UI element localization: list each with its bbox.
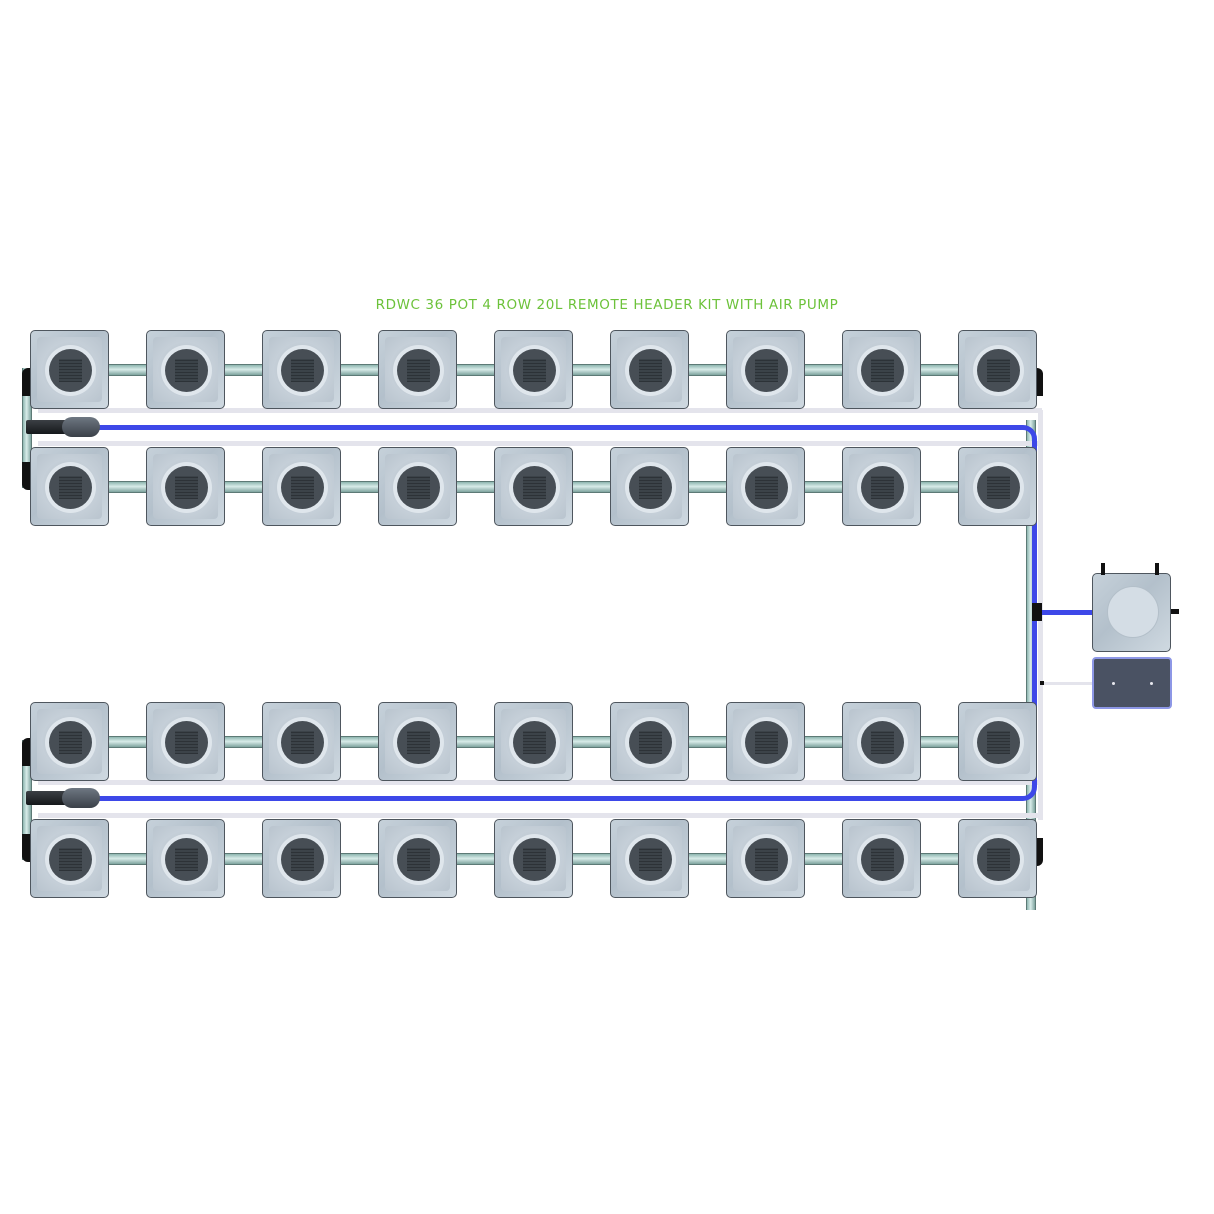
grow-pot-r1-4 — [378, 330, 457, 409]
grow-pot-r1-1 — [30, 330, 109, 409]
grow-pot-r2-7 — [726, 447, 805, 526]
grow-pot-r4-3 — [262, 819, 341, 898]
return-line-3 — [38, 780, 1042, 785]
grow-pot-r1-2 — [146, 330, 225, 409]
air-valve-bottom — [26, 791, 68, 805]
return-line-4 — [38, 813, 1042, 818]
grow-pot-r2-1 — [30, 447, 109, 526]
grow-pot-r3-6 — [610, 702, 689, 781]
grow-pot-r1-8 — [842, 330, 921, 409]
diagram-title: RDWC 36 POT 4 ROW 20L REMOTE HEADER KIT … — [375, 297, 839, 313]
grow-pot-r4-8 — [842, 819, 921, 898]
grow-pot-r4-7 — [726, 819, 805, 898]
header-tank-lid — [1107, 586, 1159, 638]
air-pump-foot-right — [1150, 682, 1153, 685]
return-line-1 — [38, 408, 1042, 413]
grow-pot-r1-7 — [726, 330, 805, 409]
grow-pot-r2-3 — [262, 447, 341, 526]
air-stone-top — [62, 417, 100, 437]
grow-pot-r3-7 — [726, 702, 805, 781]
grow-pot-r4-2 — [146, 819, 225, 898]
grow-pot-r3-2 — [146, 702, 225, 781]
left-end-cap-top-1 — [22, 368, 30, 396]
air-line-to-pump — [1037, 610, 1095, 615]
grow-pot-r4-1 — [30, 819, 109, 898]
grow-pot-r2-9 — [958, 447, 1037, 526]
air-pump — [1092, 657, 1172, 709]
pump-return-line — [1042, 682, 1094, 685]
grow-pot-r3-4 — [378, 702, 457, 781]
air-valve-top — [26, 420, 68, 434]
grow-pot-r3-1 — [30, 702, 109, 781]
grow-pot-r3-5 — [494, 702, 573, 781]
right-end-cap-top — [1036, 368, 1043, 396]
grow-pot-r3-3 — [262, 702, 341, 781]
grow-pot-r2-2 — [146, 447, 225, 526]
air-stone-bottom — [62, 788, 100, 808]
header-tank-outlet — [1171, 609, 1179, 614]
grow-pot-r4-6 — [610, 819, 689, 898]
grow-pot-r2-5 — [494, 447, 573, 526]
grow-pot-r1-5 — [494, 330, 573, 409]
grow-pot-r3-8 — [842, 702, 921, 781]
right-end-cap-bottom — [1036, 838, 1043, 866]
air-line-top-bend — [1015, 425, 1037, 447]
left-end-cap-top-2 — [22, 462, 30, 490]
grow-pot-r4-5 — [494, 819, 573, 898]
grow-pot-r1-3 — [262, 330, 341, 409]
air-line-top — [95, 425, 1020, 430]
grow-pot-r2-8 — [842, 447, 921, 526]
return-line-2 — [38, 441, 1042, 446]
header-tank-post-right — [1155, 563, 1159, 575]
grow-pot-r1-9 — [958, 330, 1037, 409]
air-line-bottom-bend — [1015, 780, 1037, 801]
air-line-bottom — [95, 796, 1020, 801]
grow-pot-r4-4 — [378, 819, 457, 898]
pump-return-clip — [1040, 681, 1044, 685]
grow-pot-r3-9 — [958, 702, 1037, 781]
grow-pot-r2-4 — [378, 447, 457, 526]
left-end-cap-bottom-2 — [22, 834, 30, 862]
header-tank-post-left — [1101, 563, 1105, 575]
left-end-cap-bottom-1 — [22, 738, 30, 766]
remote-header-tank — [1092, 573, 1171, 652]
air-pump-foot-left — [1112, 682, 1115, 685]
air-tee-connector — [1032, 603, 1042, 621]
grow-pot-r2-6 — [610, 447, 689, 526]
grow-pot-r1-6 — [610, 330, 689, 409]
grow-pot-r4-9 — [958, 819, 1037, 898]
